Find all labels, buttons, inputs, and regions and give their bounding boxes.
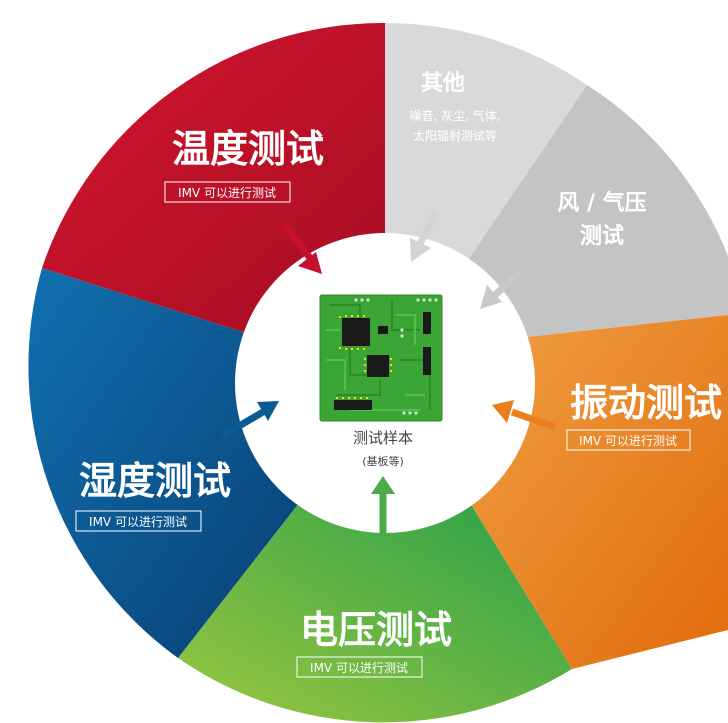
segment-other bbox=[385, 22, 587, 260]
voltage-title: 电压测试 bbox=[300, 608, 452, 652]
humidity-tag-box bbox=[75, 510, 202, 532]
other-desc-line2: 太阳辐射测试等 bbox=[413, 128, 497, 143]
segment-temperature bbox=[42, 22, 385, 334]
temperature-tag-box bbox=[164, 181, 291, 203]
vibration-title: 振动测试 bbox=[570, 381, 722, 425]
arrow-voltage-icon bbox=[371, 476, 395, 540]
other-desc-line1: 噪音, 灰尘, 气体, bbox=[409, 108, 500, 123]
arrow-temperature-icon bbox=[281, 221, 322, 274]
segment-vibration bbox=[470, 315, 728, 669]
segment-voltage bbox=[178, 503, 572, 723]
humidity-title: 湿度测试 bbox=[79, 459, 231, 503]
vibration-tag-box bbox=[566, 429, 691, 451]
temperature-tag: IMV 可以进行测试 bbox=[178, 185, 276, 200]
circuit-board-icon bbox=[319, 294, 443, 422]
center-sublabel: (基板等) bbox=[362, 454, 404, 468]
vibration-tag: IMV 可以进行测试 bbox=[579, 433, 677, 448]
arrow-vibration-icon bbox=[492, 400, 557, 431]
center-label: 测试样本 bbox=[353, 429, 413, 447]
arrow-wind-icon bbox=[480, 269, 523, 309]
segment-wind-pressure bbox=[468, 85, 728, 337]
other-title: 其他 bbox=[421, 71, 465, 96]
arrow-other-icon bbox=[410, 210, 440, 262]
temperature-title: 温度测试 bbox=[172, 127, 324, 171]
voltage-tag-box bbox=[296, 656, 423, 678]
humidity-tag: IMV 可以进行测试 bbox=[89, 514, 187, 529]
segment-humidity bbox=[28, 268, 300, 658]
wind-title-line2: 测试 bbox=[580, 224, 624, 249]
arrow-humidity-icon bbox=[220, 401, 279, 440]
wind-title-line1: 风 / 气压 bbox=[557, 190, 646, 216]
voltage-tag: IMV 可以进行测试 bbox=[310, 660, 408, 675]
